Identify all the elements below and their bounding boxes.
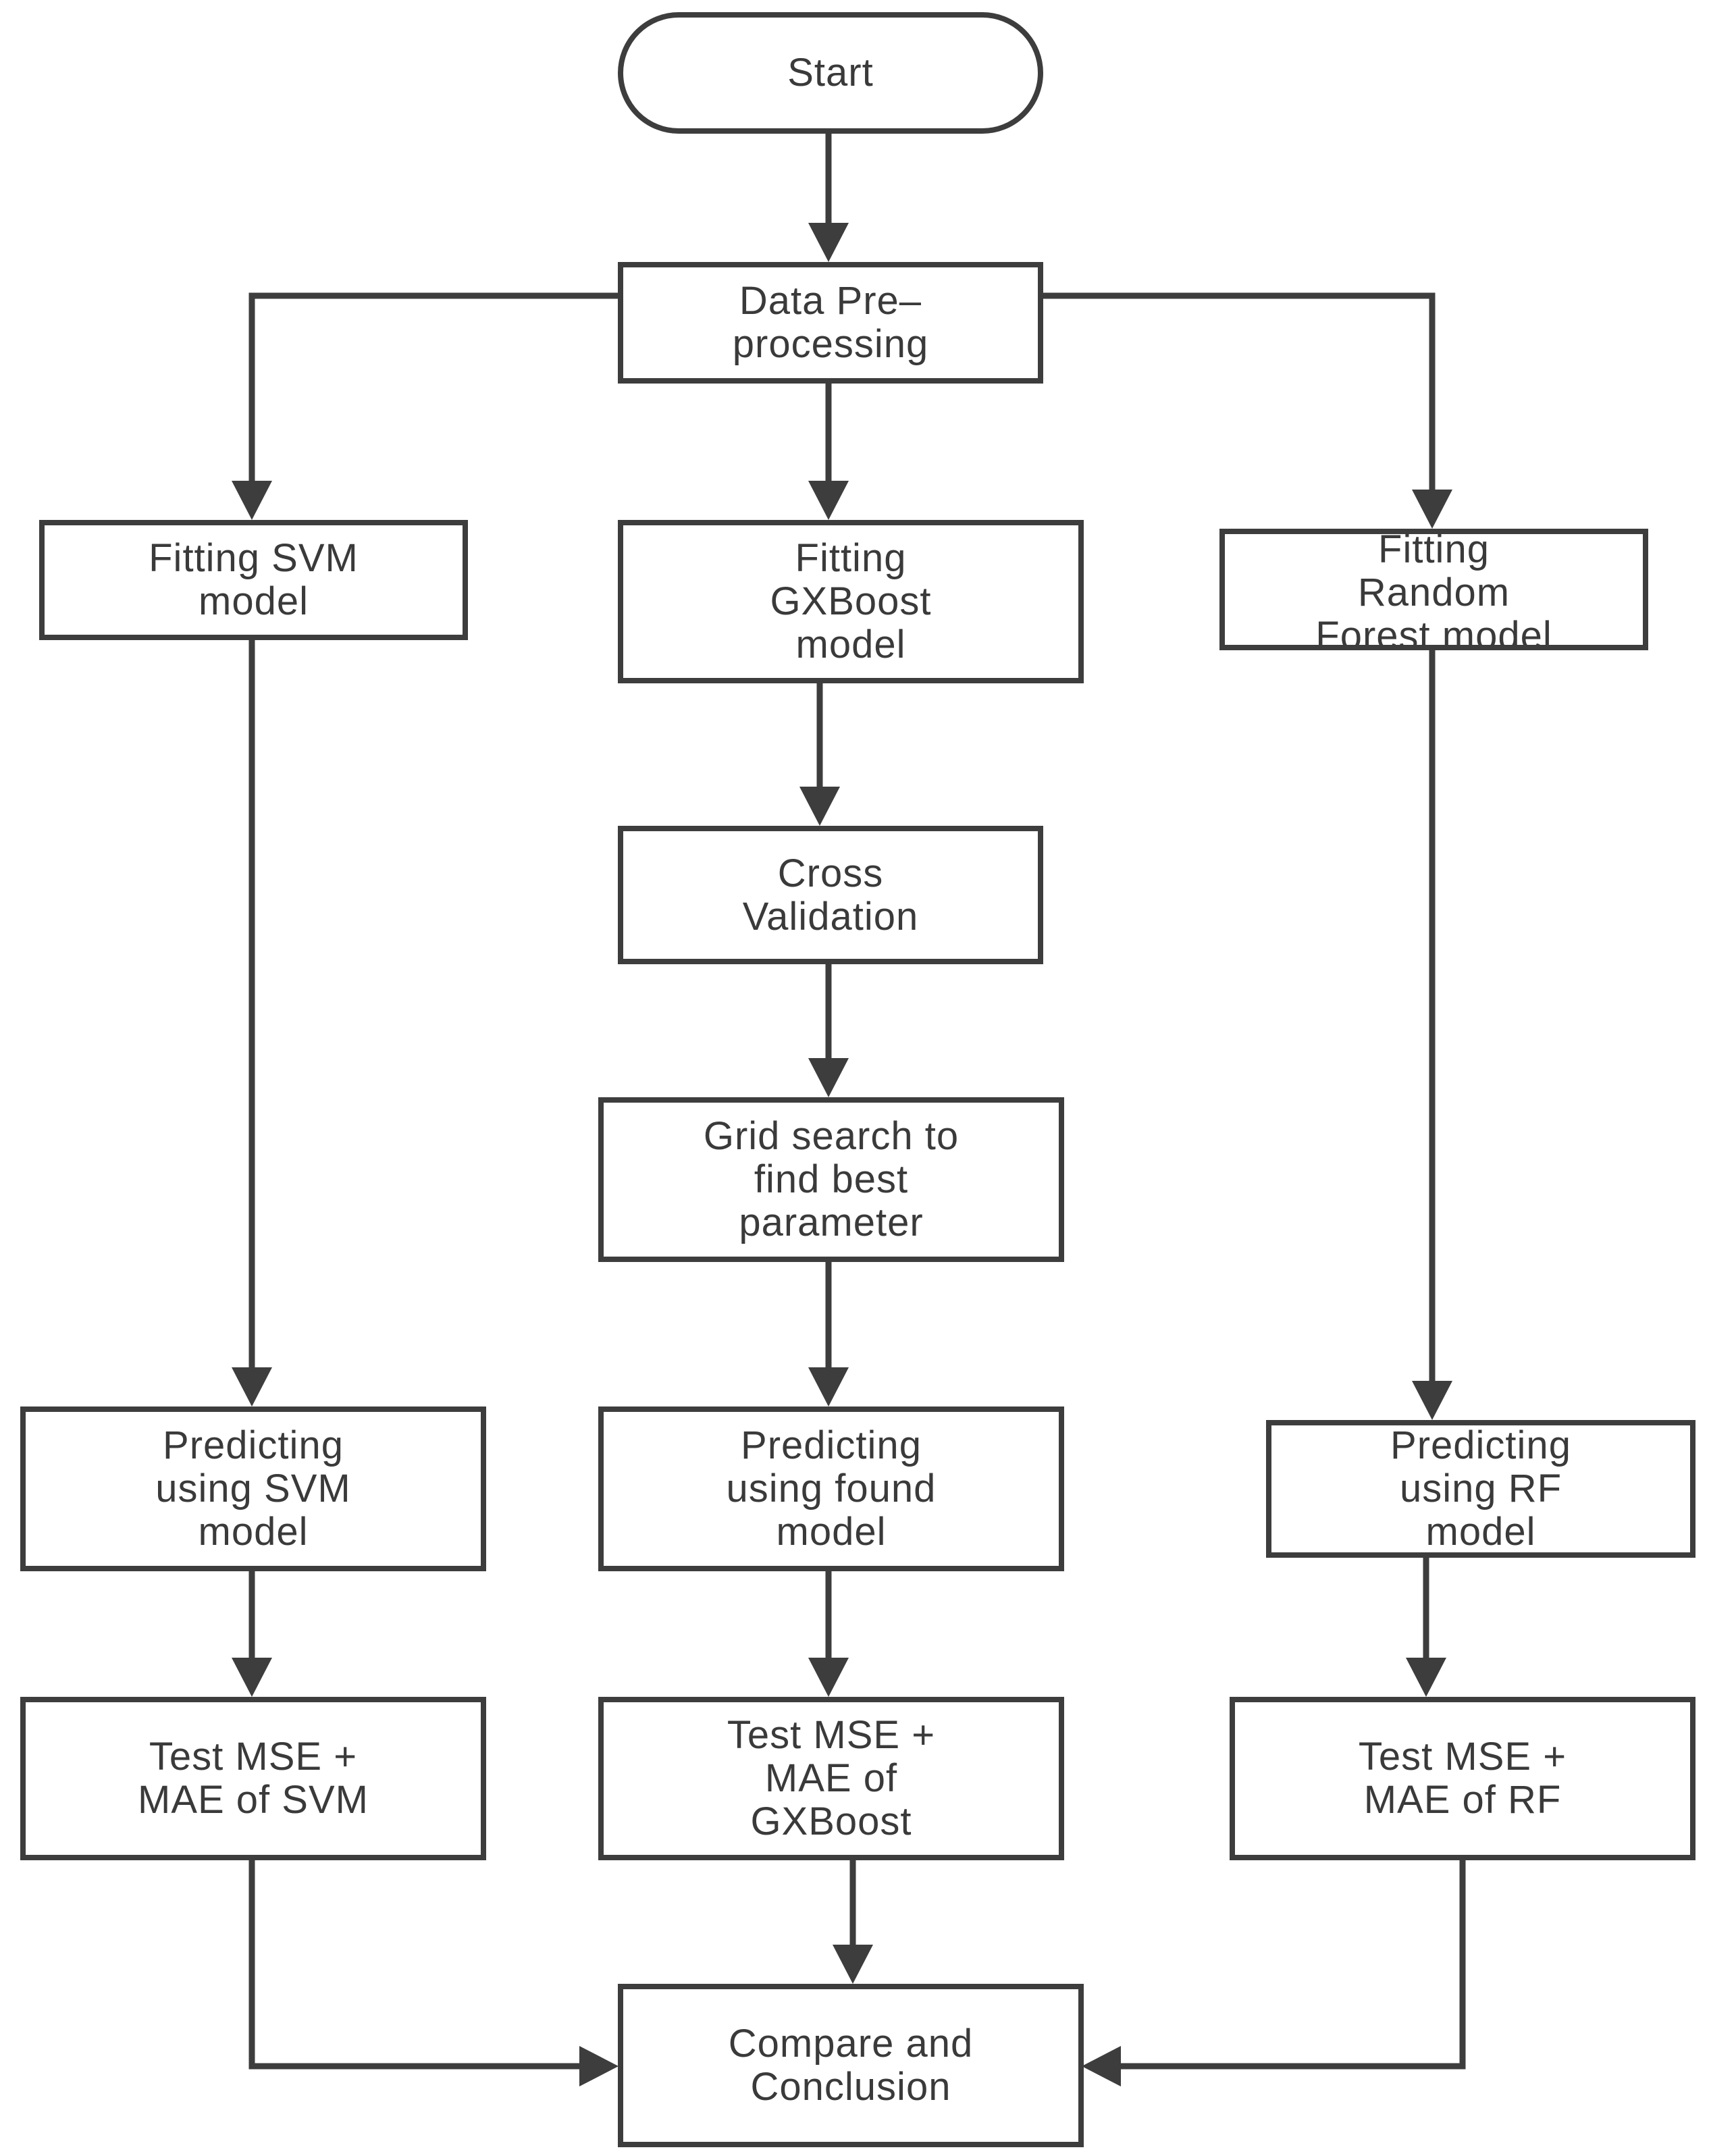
predict-svm-node: Predicting using SVM model bbox=[20, 1406, 486, 1571]
arrow-preprocess-to-fit-svm bbox=[248, 292, 618, 481]
grid-search-node: Grid search to find best parameter bbox=[598, 1097, 1064, 1262]
cross-validation-label: Cross Validation bbox=[742, 851, 919, 939]
fit-gxboost-label: Fitting GXBoost model bbox=[770, 536, 932, 666]
predict-found-label: Predicting using found model bbox=[726, 1423, 937, 1554]
fit-svm-node: Fitting SVM model bbox=[39, 520, 468, 640]
predict-rf-label: Predicting using RF model bbox=[1390, 1423, 1571, 1554]
arrowhead-predict-rf-to-test-rf bbox=[1406, 1658, 1446, 1697]
preprocess-label: Data Pre– processing bbox=[732, 279, 929, 366]
arrowhead-predict-svm-to-test-svm bbox=[232, 1658, 272, 1697]
arrowhead-preprocess-to-fit-rf bbox=[1412, 490, 1452, 529]
predict-found-node: Predicting using found model bbox=[598, 1406, 1064, 1571]
test-gxboost-label: Test MSE + MAE of GXBoost bbox=[727, 1713, 936, 1843]
arrowhead-preprocess-to-fit-svm bbox=[232, 481, 272, 520]
compare-label: Compare and Conclusion bbox=[728, 2022, 974, 2109]
arrowhead-test-svm-to-compare bbox=[579, 2046, 619, 2086]
fit-rf-node: Fitting Random Forest model bbox=[1219, 529, 1648, 650]
arrow-test-svm-to-compare bbox=[248, 1860, 579, 2070]
predict-svm-label: Predicting using SVM model bbox=[155, 1423, 351, 1554]
test-gxboost-node: Test MSE + MAE of GXBoost bbox=[598, 1697, 1064, 1860]
fit-svm-label: Fitting SVM model bbox=[149, 536, 359, 623]
arrowhead-predict-found-to-test-gxboost bbox=[808, 1658, 849, 1697]
arrowhead-fit-rf-to-predict-rf bbox=[1412, 1381, 1452, 1420]
arrow-preprocess-to-fit-rf bbox=[1043, 292, 1436, 490]
cross-validation-node: Cross Validation bbox=[618, 826, 1043, 964]
arrowhead-cross-validation-to-grid-search bbox=[808, 1058, 849, 1097]
arrow-test-rf-to-compare bbox=[1121, 1860, 1466, 2070]
arrowhead-fit-svm-to-predict-svm bbox=[232, 1367, 272, 1406]
arrowhead-grid-search-to-predict-found bbox=[808, 1367, 849, 1406]
predict-rf-node: Predicting using RF model bbox=[1266, 1420, 1695, 1558]
compare-node: Compare and Conclusion bbox=[618, 1984, 1084, 2147]
arrowhead-start-to-preprocess bbox=[808, 223, 849, 262]
grid-search-label: Grid search to find best parameter bbox=[703, 1114, 959, 1244]
test-rf-label: Test MSE + MAE of RF bbox=[1358, 1735, 1567, 1822]
test-svm-label: Test MSE + MAE of SVM bbox=[138, 1735, 369, 1822]
start-node: Start bbox=[618, 12, 1043, 134]
arrowhead-test-rf-to-compare bbox=[1082, 2046, 1121, 2086]
preprocess-node: Data Pre– processing bbox=[618, 262, 1043, 384]
test-svm-node: Test MSE + MAE of SVM bbox=[20, 1697, 486, 1860]
fit-gxboost-node: Fitting GXBoost model bbox=[618, 520, 1084, 683]
arrowhead-fit-gxboost-to-cross-validation bbox=[799, 787, 840, 826]
test-rf-node: Test MSE + MAE of RF bbox=[1230, 1697, 1695, 1860]
arrowhead-preprocess-to-fit-gxboost bbox=[808, 481, 849, 520]
arrowhead-test-gxboost-to-compare bbox=[833, 1945, 873, 1984]
fit-rf-label: Fitting Random Forest model bbox=[1315, 529, 1552, 650]
start-label: Start bbox=[787, 51, 874, 95]
